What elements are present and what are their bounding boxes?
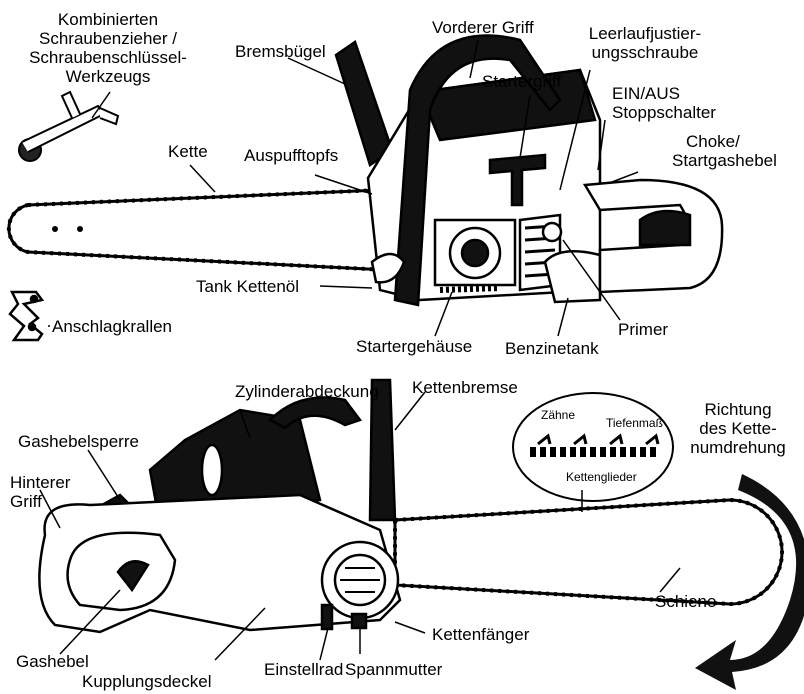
label-clutch-cover: Kupplungsdeckel bbox=[82, 672, 211, 691]
label-cylinder-cover: Zylinderabdeckung bbox=[235, 382, 379, 401]
label-tool-line4: Werkzeugs bbox=[10, 67, 206, 86]
label-muffler: Auspufftopfs bbox=[244, 146, 338, 165]
label-tool-line1: Kombinierten bbox=[10, 10, 206, 29]
label-onoff-line2: Stoppschalter bbox=[612, 103, 716, 122]
label-primer: Primer bbox=[618, 320, 668, 339]
label-chain-catcher: Kettenfänger bbox=[432, 625, 529, 644]
bottom-saw-body-drawing bbox=[39, 380, 400, 632]
label-tool-line2: Schraubenzieher / bbox=[10, 29, 206, 48]
label-tool: Kombinierten Schraubenzieher / Schrauben… bbox=[10, 10, 206, 86]
label-idle-screw: Leerlaufjustier- ungsschraube bbox=[570, 24, 720, 62]
label-rotation-line1: Richtung bbox=[678, 400, 798, 419]
top-bar-drawing bbox=[9, 190, 388, 270]
label-rotation: Richtung des Kette- numdrehung bbox=[678, 400, 798, 457]
label-rotation-line3: numdrehung bbox=[678, 438, 798, 457]
label-choke-line1: Choke/ bbox=[672, 132, 777, 151]
label-idle-screw-line1: Leerlaufjustier- bbox=[570, 24, 720, 43]
bumper-spike-drawing bbox=[10, 292, 42, 340]
label-rear-handle-line2: Griff bbox=[10, 492, 70, 511]
label-tension-nut: Spannmutter bbox=[345, 660, 442, 679]
label-bumper-spikes: Anschlagkrallen bbox=[52, 317, 172, 336]
label-throttle-lock: Gashebelsperre bbox=[18, 432, 139, 451]
label-choke-line2: Startgashebel bbox=[672, 151, 777, 170]
label-teeth: Zähne bbox=[541, 408, 575, 422]
label-throttle: Gashebel bbox=[16, 652, 89, 671]
label-fuel-tank: Benzinetank bbox=[505, 339, 599, 358]
label-adjust-wheel: Einstellrad bbox=[264, 660, 343, 679]
label-drive-links: Kettenglieder bbox=[566, 470, 637, 484]
label-idle-screw-line2: ungsschraube bbox=[570, 43, 720, 62]
label-depth-gauge: Tiefenmaß bbox=[606, 416, 663, 430]
label-front-handle: Vorderer Griff bbox=[432, 18, 534, 37]
label-rear-handle-line1: Hinterer bbox=[10, 473, 70, 492]
label-onoff-line1: EIN/AUS bbox=[612, 84, 716, 103]
label-rotation-line2: des Kette- bbox=[678, 419, 798, 438]
label-oil-tank: Tank Kettenöl bbox=[196, 277, 299, 296]
label-onoff-switch: EIN/AUS Stoppschalter bbox=[612, 84, 716, 122]
label-brake-bar: Bremsbügel bbox=[235, 42, 326, 61]
chain-detail-oval bbox=[513, 393, 673, 501]
label-starter-housing: Startergehäuse bbox=[356, 337, 472, 356]
label-bar: Schiene bbox=[655, 592, 716, 611]
label-chain-brake: Kettenbremse bbox=[412, 378, 518, 397]
label-chain: Kette bbox=[168, 142, 208, 161]
label-rear-handle: Hinterer Griff bbox=[10, 473, 70, 511]
label-tool-line3: Schraubenschlüssel- bbox=[10, 48, 206, 67]
bottom-bar-drawing bbox=[395, 500, 782, 604]
label-starter-grip: Startergriff bbox=[482, 72, 561, 91]
label-choke: Choke/ Startgashebel bbox=[672, 132, 777, 170]
